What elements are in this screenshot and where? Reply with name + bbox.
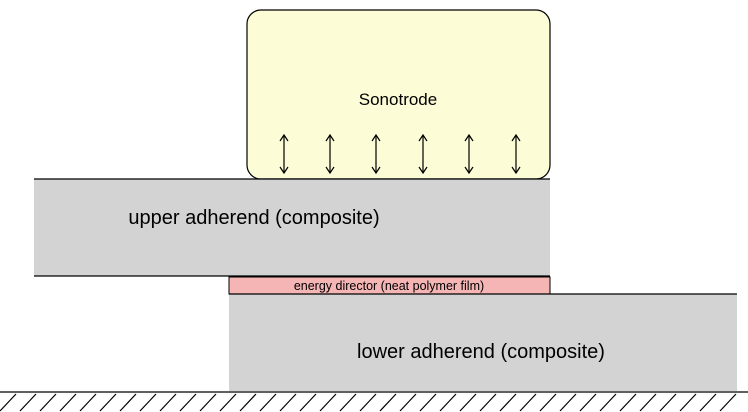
energy-director-label: energy director (neat polymer film): [294, 279, 484, 293]
vibration-arrows: [279, 133, 521, 175]
hatch-line: [659, 393, 677, 412]
lower-adherend-label: lower adherend (composite): [357, 341, 605, 363]
hatch-line: [359, 393, 377, 412]
hatch-line: [0, 393, 17, 412]
energy-director: energy director (neat polymer film): [228, 276, 551, 295]
hatch-line: [479, 393, 497, 412]
hatch-line: [439, 393, 457, 412]
sonotrode-label: Sonotrode: [359, 90, 437, 109]
hatch-line: [559, 393, 577, 412]
hatch-line: [279, 393, 297, 412]
hatch-line: [699, 393, 717, 412]
hatch-line: [239, 393, 257, 412]
upper-adherend-body: [34, 179, 550, 276]
hatch-line: [199, 393, 217, 412]
hatch-line: [519, 393, 537, 412]
hatch-line: [39, 393, 57, 412]
hatch-line: [339, 393, 357, 412]
hatch-line: [539, 393, 557, 412]
hatch-line: [619, 393, 637, 412]
hatch-line: [139, 393, 157, 412]
hatch-line: [119, 393, 137, 412]
vibration-arrow-icon: [279, 133, 289, 175]
hatch-line: [579, 393, 597, 412]
hatch-line: [399, 393, 417, 412]
vibration-arrow-icon: [371, 133, 381, 175]
hatch-line: [679, 393, 697, 412]
hatch-line: [99, 393, 117, 412]
vibration-arrow-icon: [511, 133, 521, 175]
lower-adherend-body: [229, 294, 737, 391]
hatch-line: [319, 393, 337, 412]
hatch-line: [719, 393, 737, 412]
ground-hatch: [0, 393, 737, 412]
ground-support-icon: [0, 391, 748, 412]
vibration-arrow-icon: [325, 133, 335, 175]
hatch-line: [59, 393, 77, 412]
hatch-line: [19, 393, 37, 412]
hatch-line: [419, 393, 437, 412]
upper-adherend: upper adherend (composite): [34, 178, 550, 277]
hatch-line: [379, 393, 397, 412]
lower-adherend: lower adherend (composite): [229, 293, 737, 391]
hatch-line: [79, 393, 97, 412]
upper-adherend-label: upper adherend (composite): [128, 207, 379, 229]
sonotrode: Sonotrode: [246, 9, 551, 180]
hatch-line: [639, 393, 657, 412]
hatch-line: [179, 393, 197, 412]
vibration-arrow-icon: [464, 133, 474, 175]
hatch-line: [219, 393, 237, 412]
hatch-line: [499, 393, 517, 412]
hatch-line: [159, 393, 177, 412]
vibration-arrow-icon: [418, 133, 428, 175]
hatch-line: [259, 393, 277, 412]
hatch-line: [599, 393, 617, 412]
hatch-line: [299, 393, 317, 412]
hatch-line: [459, 393, 477, 412]
